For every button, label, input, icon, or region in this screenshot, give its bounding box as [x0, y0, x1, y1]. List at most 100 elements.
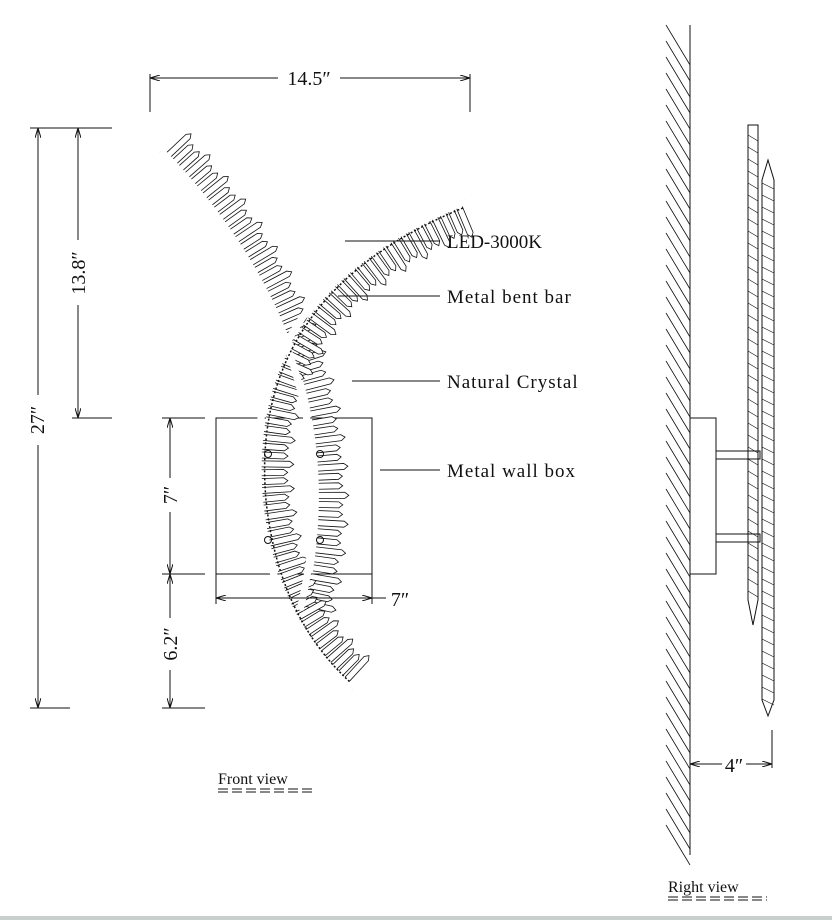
crystal-mark [761, 662, 775, 670]
wall-box-side [689, 417, 717, 575]
hatch-line [665, 456, 691, 498]
crystal [305, 617, 330, 636]
crystal-mark [761, 602, 775, 610]
crystal-mark [761, 554, 775, 562]
hatch-line [665, 808, 691, 850]
crystal-mark [761, 566, 775, 574]
crystal [314, 434, 346, 445]
crystal [317, 519, 349, 528]
front-view: 14.5″ 27″ 13.8″ 7″ 6.2″ [27, 68, 578, 793]
crystal [271, 542, 298, 555]
crystal [254, 257, 278, 273]
crystal [304, 377, 335, 391]
crystal-mark [761, 290, 775, 298]
crystal-mark [761, 386, 775, 394]
crystal-side-marks [747, 134, 775, 706]
crystal-mark [747, 398, 759, 406]
crystal-mark [761, 338, 775, 346]
hatch-line [665, 776, 691, 818]
crystal-mark [747, 590, 759, 598]
front-view-title: Front view [218, 771, 288, 788]
crystal-mark [747, 218, 759, 226]
crystal-mark [747, 386, 759, 394]
crystal-mark [747, 470, 759, 478]
hatch-line [665, 104, 691, 146]
mount-rod [715, 450, 761, 460]
crystal [338, 654, 360, 676]
crystal [278, 566, 306, 581]
crystal [197, 172, 219, 191]
crystal-mark [761, 506, 775, 514]
crystal-mark [747, 242, 759, 250]
crystal-mark [747, 158, 759, 166]
crystal-mark [761, 374, 775, 382]
crystal-mark [761, 350, 775, 358]
crystal [400, 233, 418, 259]
crystal-mark [761, 242, 775, 250]
hatch-line [665, 200, 691, 242]
hatch-line [665, 824, 691, 866]
hatch-line [665, 408, 691, 450]
crystal [318, 472, 344, 481]
crystal-mark [761, 422, 775, 430]
right-view-title: Right view [668, 879, 739, 896]
crystal [448, 209, 464, 236]
crystal-mark [761, 230, 775, 238]
hatch-line [665, 440, 691, 482]
crystal [230, 217, 253, 235]
hatch-line [665, 536, 691, 578]
crystal-mark [761, 278, 775, 286]
crystal [440, 213, 456, 240]
crystal [259, 265, 283, 281]
hatch-line [665, 744, 691, 786]
crystal-mark [761, 578, 775, 586]
crystal-mark [747, 482, 759, 490]
callout-box: Metal wall box [380, 461, 575, 482]
hatch-line [665, 296, 691, 338]
dimension-box-height: 7″ 6.2″ [160, 417, 205, 709]
screw [316, 450, 324, 458]
crystal-mark [761, 410, 775, 418]
hatch-line [665, 40, 691, 82]
hatch-line [665, 24, 691, 66]
crystal [289, 342, 315, 359]
bottom-edge [0, 916, 832, 920]
crystal-mark [747, 506, 759, 514]
hatch-line [665, 168, 691, 210]
crystal [315, 444, 341, 454]
dimension-upper-height-label: 13.8″ [68, 251, 90, 294]
crystal-mark [747, 230, 759, 238]
callout-bar-label: Metal bent bar [447, 287, 572, 308]
crystal [310, 620, 339, 643]
crystal-mark [761, 206, 775, 214]
crystal [320, 636, 344, 657]
dimension-width: 14.5″ [149, 68, 471, 112]
crystal [261, 451, 289, 460]
crystal-mark [747, 518, 759, 526]
dimension-depth-label: 4″ [725, 755, 743, 777]
hatch-line [665, 56, 691, 98]
crystal [316, 537, 342, 547]
crystal [261, 477, 289, 485]
crystal [326, 638, 354, 663]
crystal [424, 220, 441, 247]
crystal [318, 501, 344, 509]
screw [264, 450, 272, 458]
crystal [317, 528, 343, 537]
crystal [250, 245, 279, 266]
dimension-width-label: 14.5″ [287, 68, 330, 90]
crystal [356, 262, 377, 286]
hatch-line [665, 136, 691, 178]
crystal [235, 221, 263, 242]
crystal-mark [761, 314, 775, 322]
crystal [315, 630, 339, 650]
crystal-row-a [166, 133, 350, 613]
callout-bar: Metal bent bar [338, 287, 572, 308]
crystal-mark [761, 398, 775, 406]
hatch-line [665, 392, 691, 434]
crystal [224, 209, 247, 227]
crystal [343, 274, 368, 301]
metal-bent-bar-a-inner [157, 149, 318, 611]
crystal-mark [761, 266, 775, 274]
